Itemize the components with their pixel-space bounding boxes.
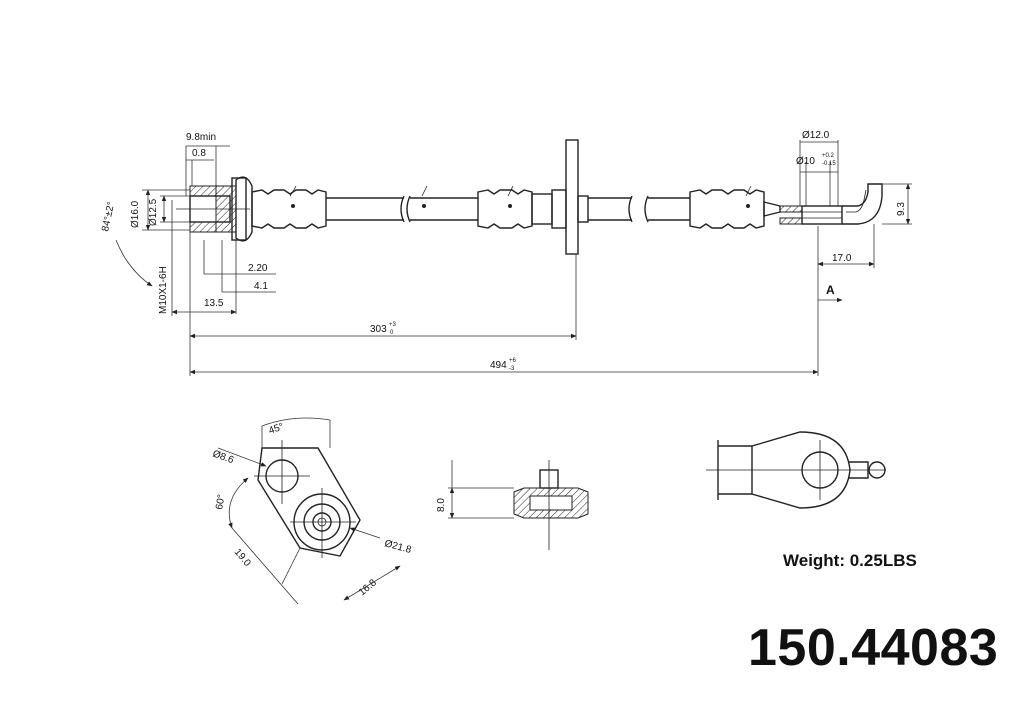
left-fitting-dimensions — [115, 145, 276, 316]
right-end-dimensions — [799, 140, 912, 303]
dimension-labels: 9.8min 0.8 84°±2° Ø16.0 Ø12.5 M10X1-6H 2… — [100, 130, 907, 598]
dim-dia-8-6: Ø8.6 — [211, 448, 236, 466]
dim-min-length: 9.8min — [186, 132, 216, 143]
hose-segment-3 — [588, 195, 690, 223]
dim-thread: M10X1-6H — [158, 266, 169, 314]
dim-dia-10: Ø10 — [796, 156, 815, 167]
dim-dia-12-5: Ø12.5 — [148, 198, 159, 226]
dim-13-5: 13.5 — [204, 298, 224, 309]
dim-angle-60: 60° — [214, 494, 227, 511]
dim-2-20: 2.20 — [248, 263, 268, 274]
weight-label: Weight: 0.25LBS — [783, 551, 917, 570]
dim-len-494: 494 — [490, 360, 507, 371]
dim-8-0: 8.0 — [436, 498, 447, 512]
dim-17: 17.0 — [832, 253, 852, 264]
dim-19: 19.0 — [232, 547, 253, 569]
dim-dia-10-tol-upper: +0.2 — [822, 153, 835, 159]
dim-len-494-tol-lower: -3 — [509, 366, 515, 372]
hose-segment-2 — [410, 185, 478, 221]
dim-len-303: 303 — [370, 324, 387, 335]
length-dimensions — [189, 226, 819, 376]
hose-side-view — [176, 139, 883, 255]
hose-segment-1 — [326, 195, 411, 223]
banjo-top-view — [217, 417, 401, 605]
dim-dia-21-8: Ø21.8 — [383, 538, 413, 556]
part-number: 150.44083 — [748, 619, 999, 677]
dim-dia-12: Ø12.0 — [802, 130, 830, 141]
left-fitting — [176, 176, 253, 242]
banjo-section-view — [448, 460, 589, 550]
left-ferrule — [251, 185, 327, 229]
view-a-detail — [706, 431, 886, 509]
dim-dia-16: Ø16.0 — [130, 200, 141, 228]
dim-angle-84: 84°±2° — [100, 201, 117, 233]
dim-9-3: 9.3 — [896, 202, 907, 216]
dim-len-303-tol-lower: 0 — [390, 330, 394, 336]
middle-ferrule-bracket — [477, 139, 589, 255]
dim-angle-45: 45° — [267, 421, 285, 437]
dim-0-8: 0.8 — [192, 148, 206, 159]
view-a-label: A — [826, 283, 835, 297]
right-ferrule — [689, 185, 765, 229]
dim-len-303-tol-upper: +3 — [389, 322, 397, 328]
dim-len-494-tol-upper: +6 — [509, 358, 517, 364]
dim-dia-10-tol-lower: -0.15 — [822, 161, 836, 167]
right-tube-end — [763, 183, 883, 225]
dim-4-1: 4.1 — [254, 281, 268, 292]
